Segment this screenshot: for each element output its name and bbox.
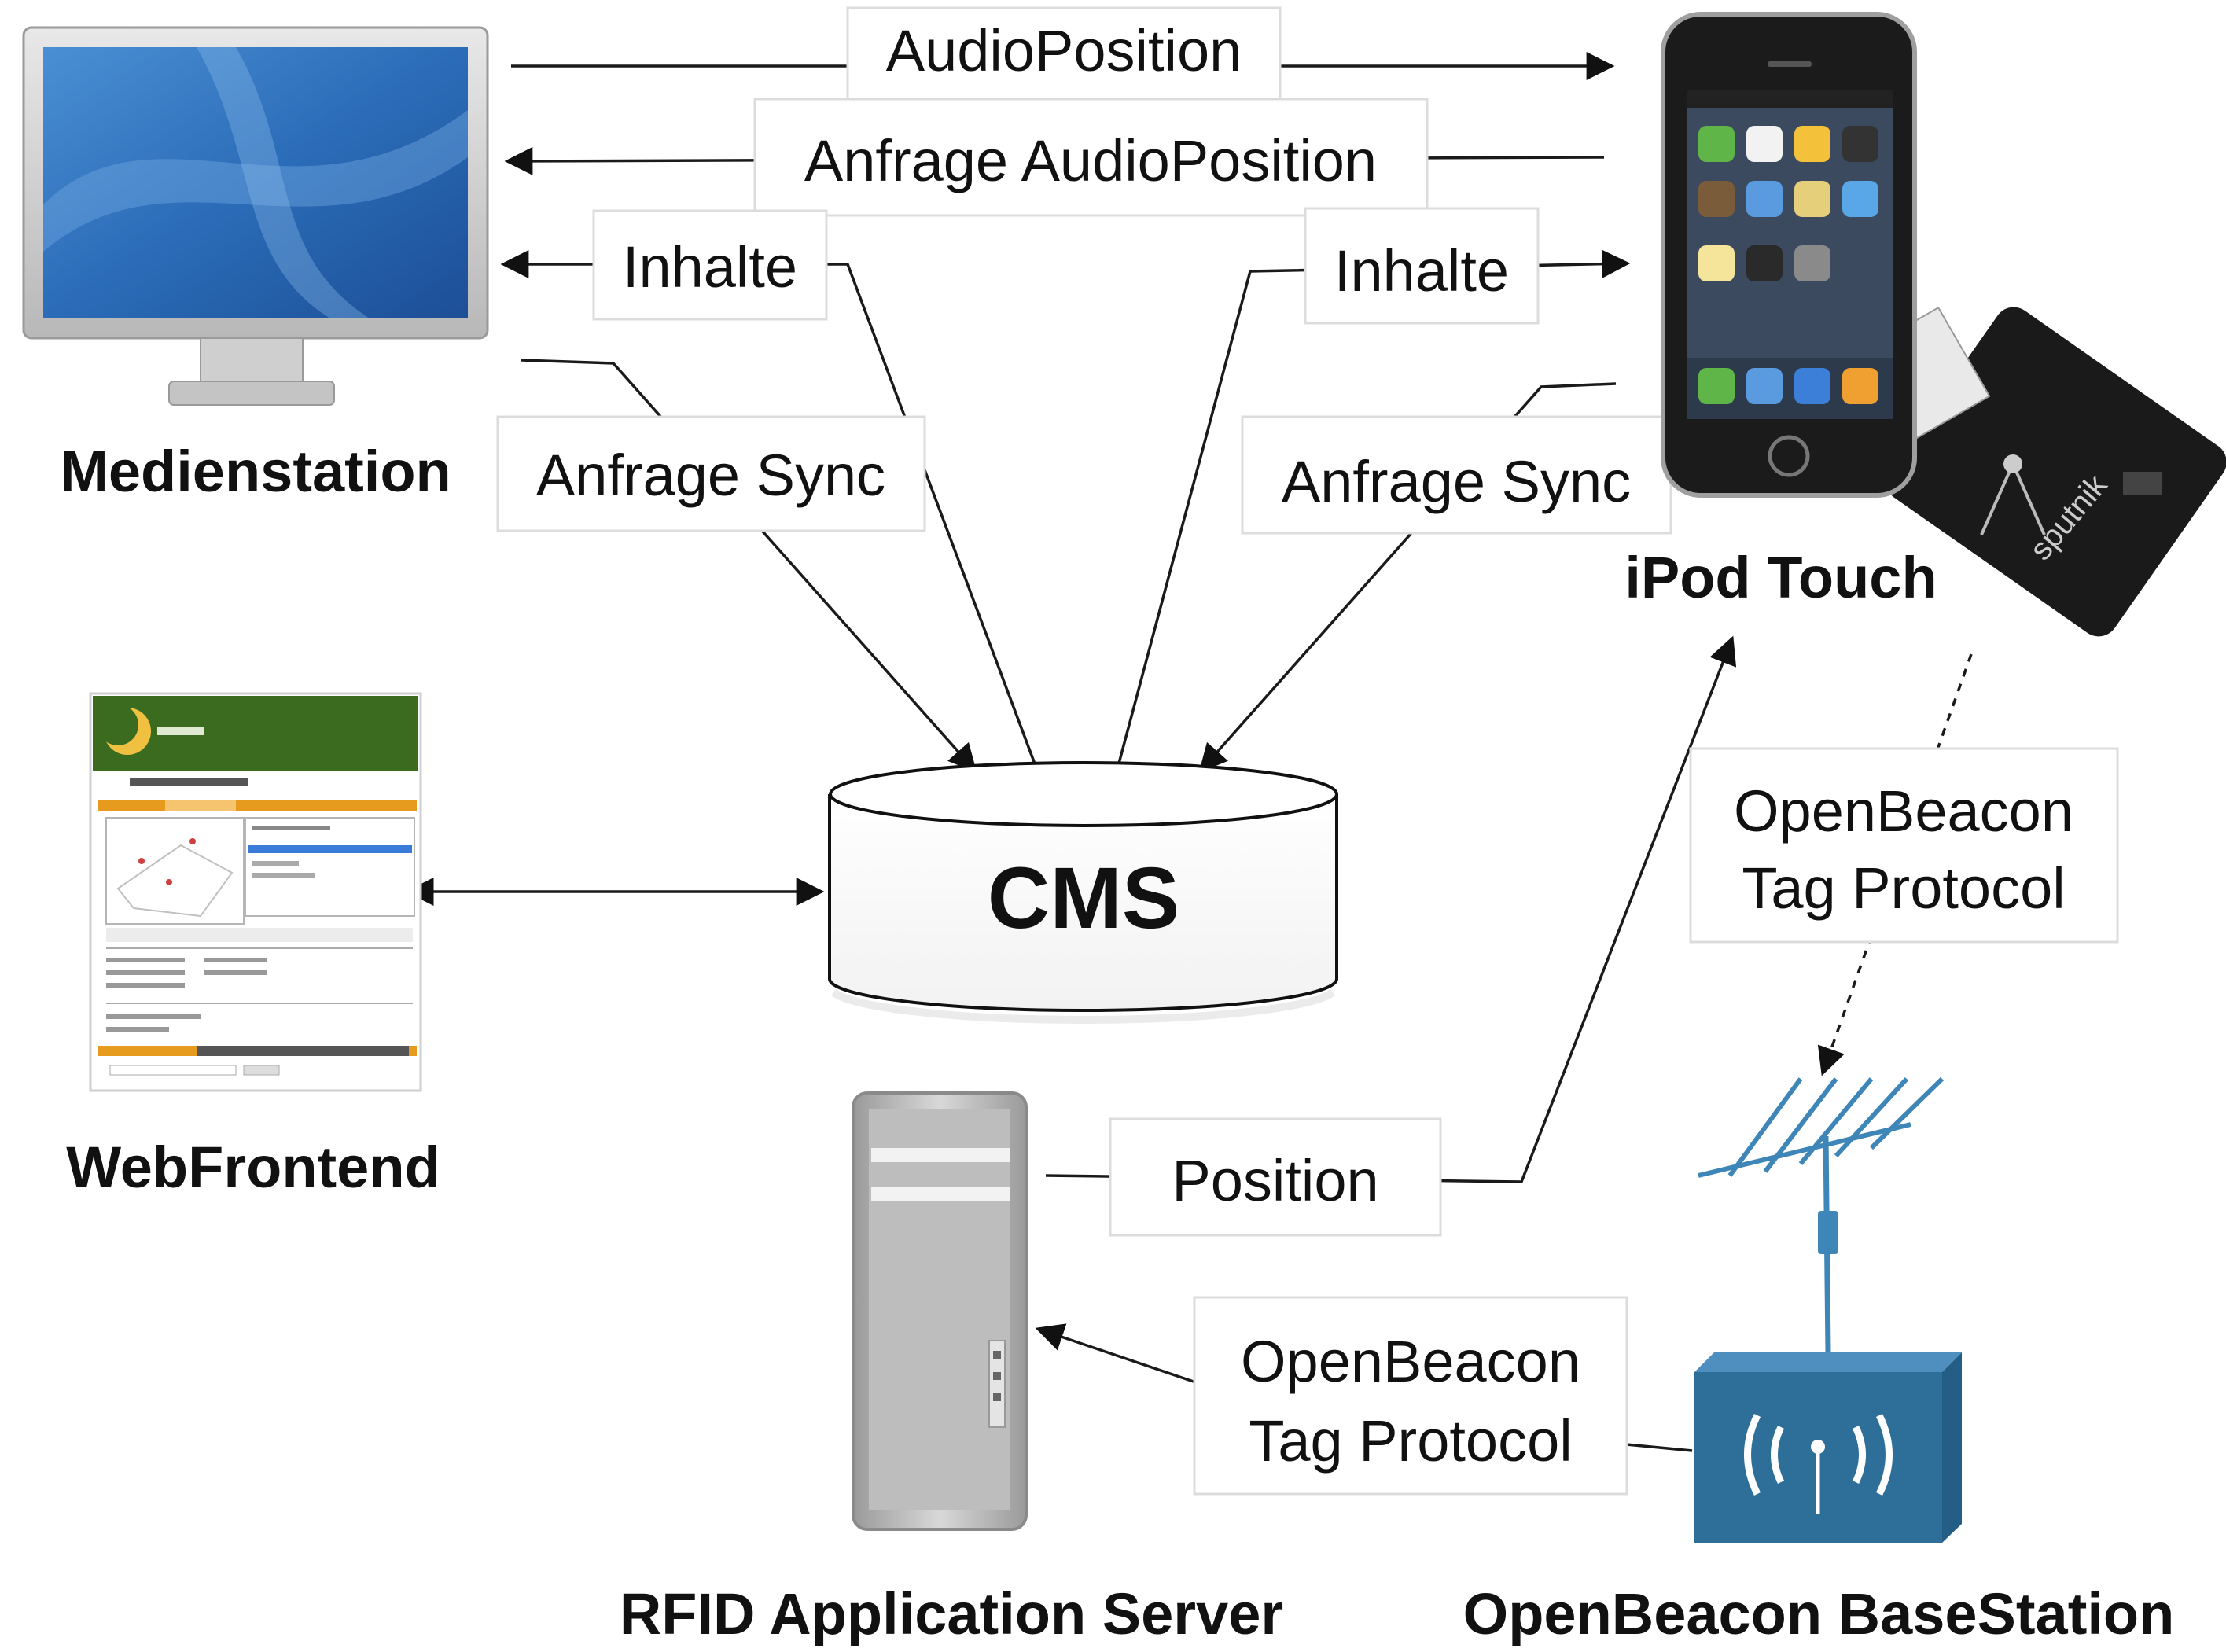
wireless-basestation-icon [1694,1352,1962,1543]
svg-text:Anfrage Sync: Anfrage Sync [536,443,885,508]
edge-label-inhalte-right: Inhalte [1304,207,1540,325]
node-webfrontend-label: WebFrontend [66,1135,440,1200]
svg-text:Anfrage AudioPosition: Anfrage AudioPosition [804,128,1377,193]
svg-text:Inhalte: Inhalte [623,234,797,300]
edge-label-position: Position [1109,1117,1442,1237]
svg-text:Position: Position [1172,1148,1378,1213]
database-icon [828,761,1338,1024]
ipod-touch-icon [1661,12,1917,498]
server-tower-icon [852,1091,1028,1531]
svg-text:Inhalte: Inhalte [1334,238,1509,304]
svg-text:AudioPosition: AudioPosition [886,18,1242,83]
svg-text:Anfrage Sync: Anfrage Sync [1282,449,1631,514]
node-basestation-label: OpenBeacon BaseStation [1463,1581,2175,1646]
edge-label-anfrage-audioposition: Anfrage AudioPosition [753,98,1429,217]
svg-text:Tag Protocol: Tag Protocol [1249,1408,1572,1474]
edge-label-anfrage-sync-left: Anfrage Sync [496,415,926,532]
svg-text:OpenBeacon: OpenBeacon [1241,1329,1580,1394]
antenna-icon [1698,1076,1945,1353]
svg-text:Tag Protocol: Tag Protocol [1742,855,2065,921]
node-ipod-label: iPod Touch [1624,545,1937,610]
web-screenshot-icon [89,692,422,1092]
node-rfid-server-label: RFID Application Server [620,1581,1283,1646]
rfid-tag-icon: sputnik [1862,306,2226,637]
node-medienstation-label: Medienstation [60,439,451,504]
edge-anfrage-sync-right-line [1198,382,1617,773]
edge-label-openbeacon-ipod: OpenBeacon Tag Protocol [1689,747,2119,944]
node-cms-label: CMS [988,850,1179,947]
edge-anfrage-sync-left-line [521,359,977,773]
edge-label-inhalte-left: Inhalte [592,209,828,321]
monitor-icon [22,26,489,406]
edge-label-audioposition: AudioPosition [846,6,1282,102]
edge-label-anfrage-sync-right: Anfrage Sync [1241,415,1672,535]
svg-text:OpenBeacon: OpenBeacon [1734,778,2073,844]
edge-label-openbeacon-server: OpenBeacon Tag Protocol [1193,1296,1628,1496]
